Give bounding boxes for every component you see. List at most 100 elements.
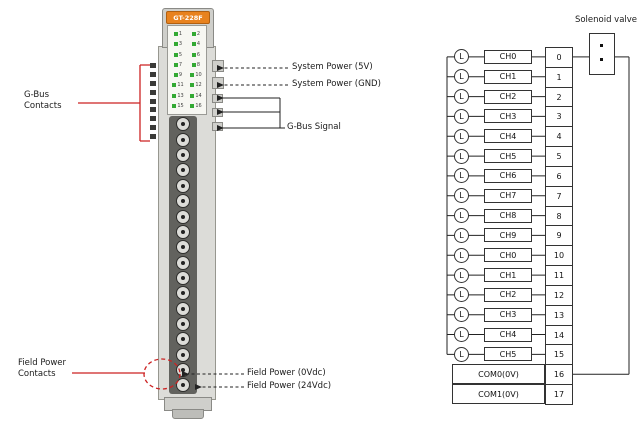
channel-label: CH9	[484, 228, 532, 243]
terminal-number: 4	[546, 126, 572, 146]
led-indicator	[173, 62, 178, 67]
terminal-screw	[181, 352, 185, 357]
terminal-screw	[181, 183, 185, 188]
field-terminal	[176, 209, 190, 224]
led-number: 5	[178, 51, 183, 58]
load-symbol: L	[454, 227, 469, 243]
field-power-contacts-line1: Field Power	[18, 358, 67, 368]
field-terminal-strip	[169, 116, 197, 394]
terminal-screw	[181, 229, 185, 234]
channel-label: CH6	[484, 168, 532, 183]
load-symbol: L	[454, 188, 469, 204]
channel-label: CH7	[484, 188, 532, 203]
led-indicator	[190, 83, 195, 88]
terminal-screw	[181, 122, 185, 127]
led-cell: 14	[190, 92, 202, 99]
terminal-number: 16	[546, 364, 572, 384]
field-terminal	[176, 194, 190, 209]
module-model-label: GT-228F	[166, 11, 210, 24]
channel-label: CH3	[484, 109, 532, 124]
load-symbol: L	[454, 307, 469, 323]
led-number: 1	[178, 31, 183, 38]
gbus-contact-pin	[150, 116, 156, 122]
channel-label: CH0	[484, 248, 532, 263]
load-symbol: L	[454, 108, 469, 124]
led-number: 16	[195, 102, 202, 109]
led-indicator	[191, 32, 196, 37]
led-indicator	[172, 103, 177, 108]
terminal-number: 13	[546, 304, 572, 325]
terminal-screw	[181, 383, 185, 388]
load-symbol: L	[454, 267, 469, 283]
channel-label: CH1	[484, 69, 532, 84]
channel-label: CH2	[484, 287, 532, 302]
led-cell: 4	[191, 41, 200, 47]
led-indicator	[172, 83, 177, 88]
field-terminal	[176, 148, 190, 163]
gbus-contact-pin	[150, 98, 156, 104]
field-power-0v-label: Field Power (0Vdc)	[247, 368, 326, 378]
load-symbol: L	[454, 148, 469, 164]
gbus-contacts-label-line2: Contacts	[24, 101, 62, 111]
load-symbol: L	[454, 247, 469, 263]
terminal-number: 0	[556, 52, 562, 62]
led-cell: 7	[173, 61, 183, 68]
field-terminal	[176, 317, 190, 332]
led-indicator	[173, 42, 178, 47]
channel-label: CH8	[484, 208, 532, 223]
terminal-screw	[181, 291, 185, 296]
system-power-5v-label: System Power (5V)	[292, 62, 373, 72]
led-cell: 16	[190, 102, 202, 109]
field-terminal	[176, 132, 190, 147]
gbus-contact-pin	[150, 125, 156, 131]
gbus-contact-strip	[150, 63, 156, 139]
load-symbol: L	[454, 287, 469, 303]
terminal-number: 2	[546, 86, 572, 107]
led-cell: 2	[191, 31, 201, 38]
field-terminal	[176, 224, 190, 239]
terminal-screw	[181, 245, 185, 250]
led-cell: 1	[173, 31, 183, 38]
terminal-number: 15	[546, 344, 572, 364]
channel-label: CH5	[484, 149, 532, 164]
led-indicator	[191, 62, 196, 67]
terminal-screw	[181, 214, 185, 219]
gbus-contact-pin	[150, 89, 156, 95]
channel-label: CH0	[484, 49, 532, 64]
field-terminal	[176, 163, 190, 178]
led-cell: 12	[190, 82, 202, 88]
terminal-number: 1	[546, 66, 572, 87]
led-number: 7	[178, 61, 183, 68]
module-foot-clip	[172, 409, 204, 419]
led-number: 14	[195, 92, 202, 99]
terminal-number: 3	[546, 106, 572, 126]
load-symbol: L	[454, 49, 469, 65]
led-number: 15	[177, 102, 184, 109]
terminal-screw	[181, 275, 185, 280]
led-indicator	[191, 52, 196, 57]
terminal-number: 17	[546, 384, 572, 404]
terminal-screw	[181, 306, 185, 311]
field-terminal	[176, 378, 190, 393]
led-indicator	[173, 32, 178, 37]
field-terminal	[176, 301, 190, 316]
channel-label: CH2	[484, 89, 532, 104]
channel-label: CH4	[484, 327, 532, 342]
led-cell: 6	[191, 52, 200, 58]
led-indicator	[173, 73, 178, 78]
led-number: 2	[196, 31, 201, 38]
gbus-contacts-label-line1: G-Bus	[24, 90, 49, 100]
terminal-screw	[181, 199, 185, 204]
terminal-number: 5	[546, 146, 572, 166]
terminal-number: 11	[546, 265, 572, 285]
load-symbol: L	[454, 69, 469, 85]
channel-label: CH5	[484, 347, 532, 362]
terminal-number: 8	[546, 205, 572, 226]
gbus-contact-pin	[150, 107, 156, 113]
terminal-screw	[181, 260, 185, 265]
terminal-number: 6	[546, 165, 572, 186]
led-cell: 5	[173, 51, 183, 58]
field-power-contacts-label: Field Power Contacts	[18, 358, 66, 380]
field-terminal	[176, 178, 190, 193]
